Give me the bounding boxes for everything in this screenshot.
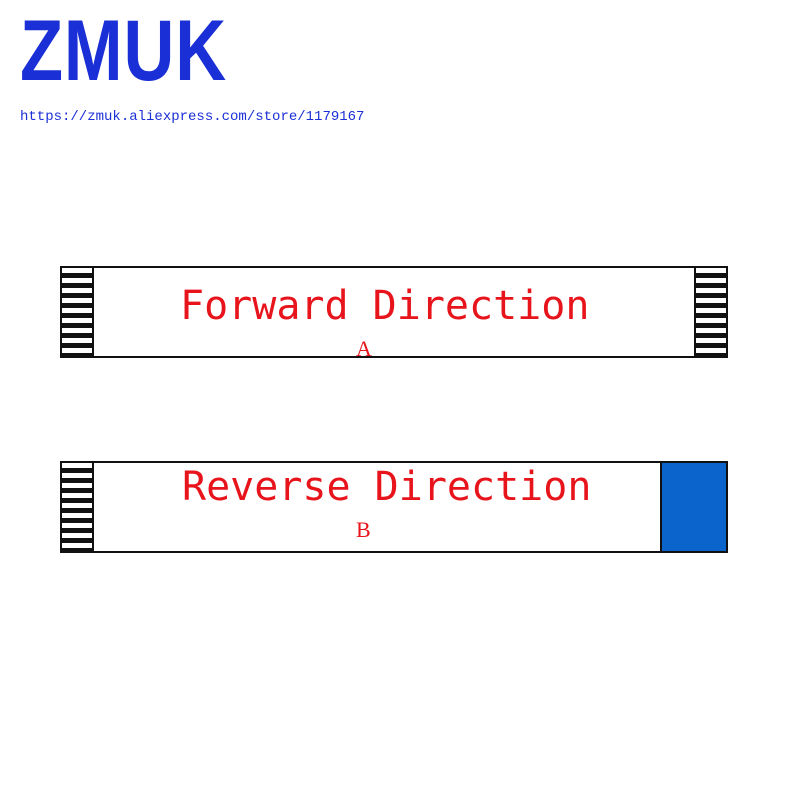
cable-letter-a: A [356,336,372,361]
cable-letter-b: B [356,517,371,542]
left-contacts [62,463,94,551]
ffc-cable-reverse: Reverse Direction B [60,461,728,553]
right-contacts [694,268,726,356]
reverse-direction-label: Reverse Direction [182,464,592,510]
ffc-cable-forward: Forward Direction A [60,266,728,361]
store-url: https://zmuk.aliexpress.com/store/117916… [20,109,365,125]
brand-logo: ZMUK [20,3,227,99]
blue-stiffener [660,463,726,551]
left-contacts [62,268,94,356]
forward-direction-label: Forward Direction [180,283,590,329]
